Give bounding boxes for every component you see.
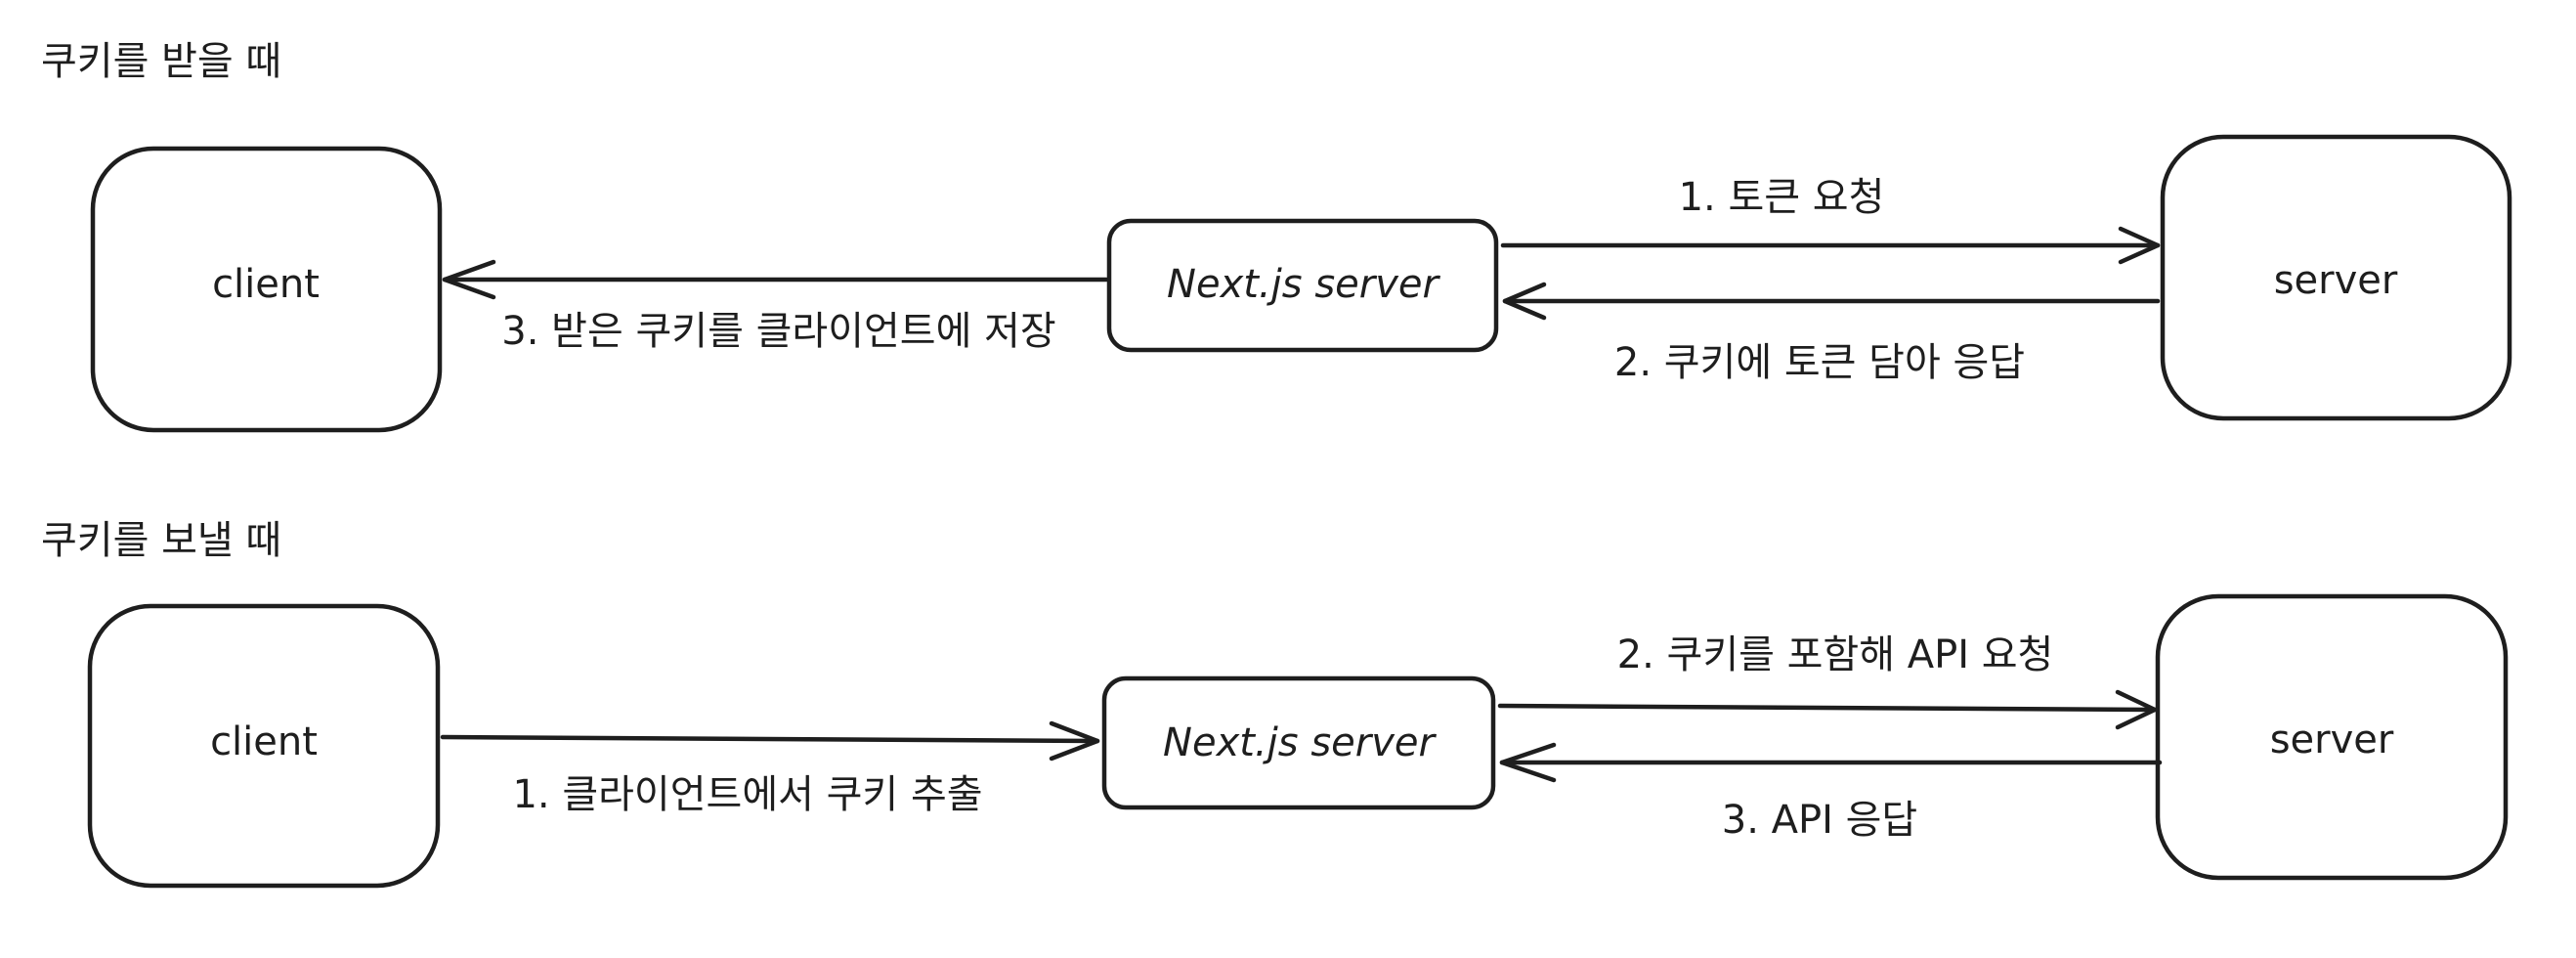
node-nextjs-send[interactable]: Next.js server bbox=[1101, 675, 1496, 810]
arrowhead bbox=[2118, 226, 2161, 265]
edge-extract-cookie: 1. 클라이언트에서 쿠키 추출 bbox=[440, 720, 1100, 817]
node-server-receive[interactable]: server bbox=[2160, 134, 2512, 421]
arrowhead bbox=[1502, 282, 1547, 321]
arrowhead bbox=[2115, 689, 2158, 730]
edge-label: 2. 쿠키를 포함해 API 요청 bbox=[1617, 632, 2054, 677]
edge-label: 1. 토큰 요청 bbox=[1679, 175, 1885, 220]
edge-token-response: 2. 쿠키에 토큰 담아 응답 bbox=[1502, 282, 2161, 385]
node-label: Next.js server bbox=[1163, 720, 1437, 765]
arrowhead bbox=[1049, 720, 1100, 762]
node-label: Next.js server bbox=[1167, 262, 1440, 307]
edge-token-request: 1. 토큰 요청 bbox=[1500, 175, 2161, 265]
arrowhead bbox=[442, 259, 496, 300]
node-label: client bbox=[212, 262, 320, 307]
node-nextjs-receive[interactable]: Next.js server bbox=[1106, 218, 1499, 353]
edge-label: 1. 클라이언트에서 쿠키 추출 bbox=[512, 772, 982, 817]
node-label: server bbox=[2274, 258, 2398, 303]
edge-store-cookie: 3. 받은 쿠키를 클라이언트에 저장 bbox=[442, 259, 1109, 354]
node-label: server bbox=[2270, 718, 2394, 762]
node-label: client bbox=[210, 719, 318, 764]
edge-api-response: 3. API 응답 bbox=[1499, 742, 2163, 843]
section-title-send: 쿠키를 보낼 때 bbox=[41, 518, 281, 563]
node-server-send[interactable]: server bbox=[2155, 593, 2509, 881]
edge-api-request: 2. 쿠키를 포함해 API 요청 bbox=[1497, 632, 2158, 730]
edge-label: 2. 쿠키에 토큰 담아 응답 bbox=[1614, 340, 2025, 385]
node-client-receive[interactable]: client bbox=[90, 146, 443, 433]
arrowhead bbox=[1499, 742, 1557, 783]
edge-label: 3. API 응답 bbox=[1722, 798, 1917, 843]
edge-label: 3. 받은 쿠키를 클라이언트에 저장 bbox=[501, 309, 1055, 354]
section-title-receive: 쿠키를 받을 때 bbox=[41, 39, 281, 84]
node-client-send[interactable]: client bbox=[87, 603, 441, 889]
